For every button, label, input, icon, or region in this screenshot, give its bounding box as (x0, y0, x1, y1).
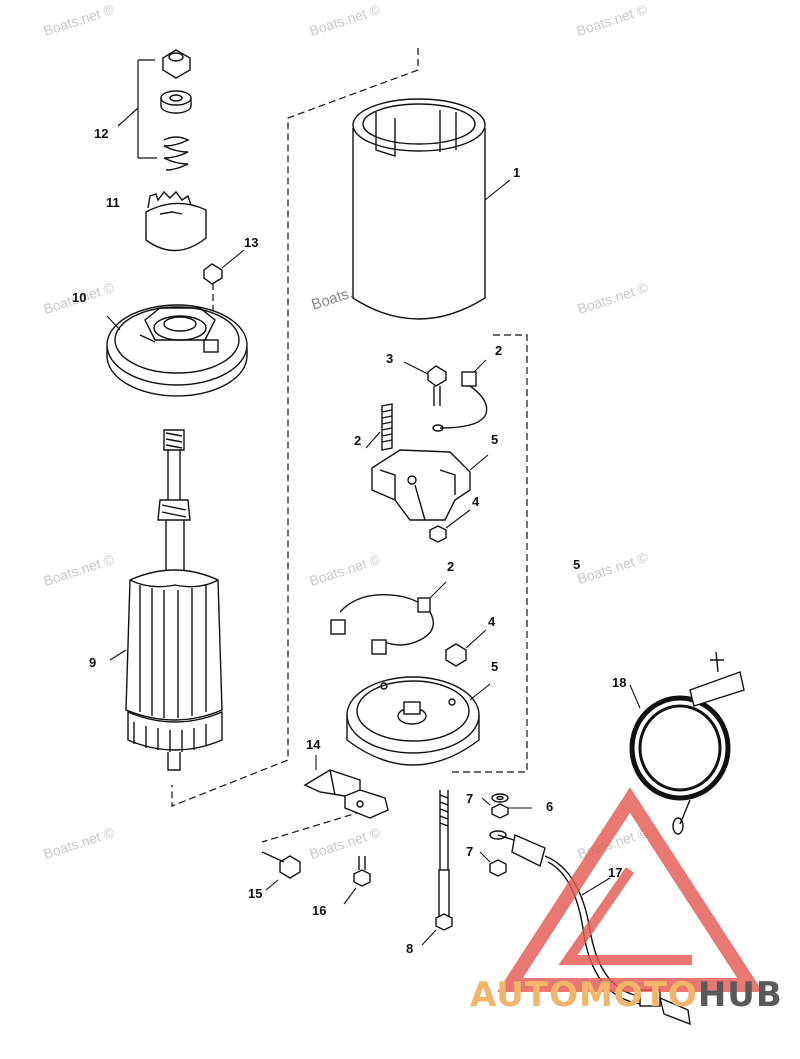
callout-2: 2 (495, 343, 503, 358)
callout-15: 15 (248, 886, 263, 901)
coiled-wire-18 (629, 651, 745, 835)
callout-7: 7 (466, 791, 474, 806)
callout-3: 3 (386, 351, 394, 366)
brand-part-2: HUB (697, 975, 783, 1015)
end-plate-10 (106, 304, 248, 397)
brand-part-1: AUTOMOTO (470, 975, 698, 1015)
callout-16: 16 (312, 903, 327, 918)
washers-6-7 (479, 793, 532, 877)
callout-9: 9 (89, 655, 97, 670)
bolt-15 (261, 851, 301, 891)
small-nut-13 (203, 249, 245, 285)
callout-2: 2 (447, 559, 455, 574)
brand-logo-mark (497, 787, 763, 992)
callout-8: 8 (406, 941, 414, 956)
pinion-gear-11 (145, 190, 207, 252)
callout-18: 18 (612, 675, 627, 690)
commutator-end-assembly (330, 581, 491, 766)
callout-17: 17 (608, 865, 623, 880)
callout-4: 4 (488, 614, 496, 629)
callout-13: 13 (244, 235, 259, 250)
callout-11: 11 (106, 195, 120, 210)
callout-7: 7 (466, 844, 474, 859)
callout-10: 10 (72, 290, 87, 305)
callout-5: 5 (573, 557, 581, 572)
through-bolt-8 (421, 790, 453, 946)
brand-wordmark: AUTOMOTOHUB (470, 975, 783, 1015)
callout-14: 14 (306, 737, 321, 752)
callout-5: 5 (491, 432, 499, 447)
callout-2: 2 (354, 433, 362, 448)
nut-washer-spring-12 (117, 49, 192, 171)
bracket-14 (303, 755, 389, 819)
motor-housing-1 (352, 98, 511, 320)
screw-16 (343, 856, 371, 905)
armature-9 (109, 429, 223, 771)
callout-4: 4 (472, 494, 480, 509)
callout-6: 6 (546, 799, 554, 814)
callout-5: 5 (491, 659, 499, 674)
callout-12: 12 (94, 126, 109, 141)
callout-1: 1 (513, 165, 521, 180)
brush-holder-assembly (365, 359, 489, 543)
